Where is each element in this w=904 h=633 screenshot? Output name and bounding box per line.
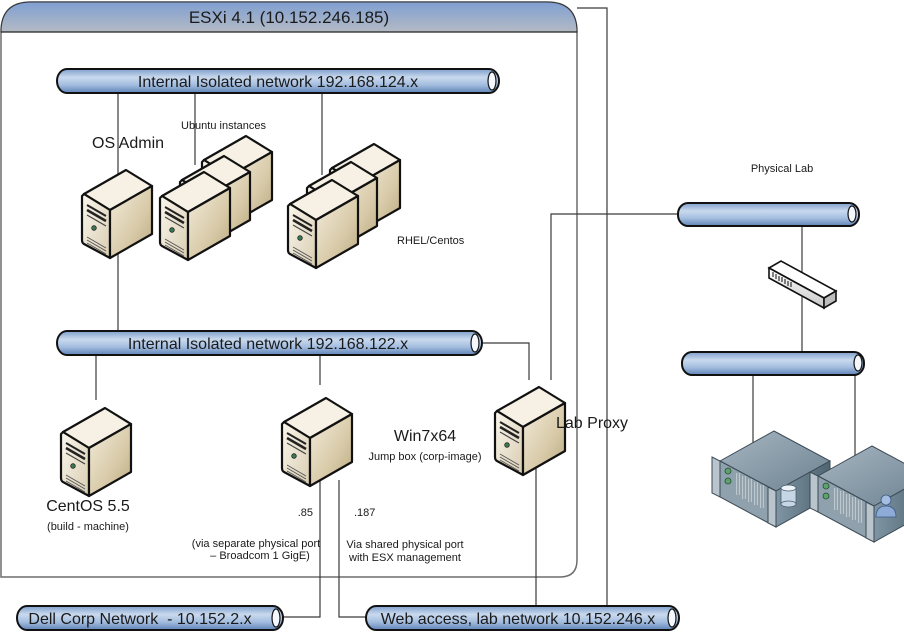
network-internal-124-label: Internal Isolated network 192.168.124.x	[138, 74, 418, 91]
network-physical-lab-lower[interactable]	[681, 351, 865, 376]
network-internal-124[interactable]: Internal Isolated network 192.168.124.x	[56, 68, 500, 94]
shared-port-note-2: with ESX management	[348, 552, 461, 564]
connection-lines	[95, 7, 856, 618]
network-internal-122[interactable]: Internal Isolated network 192.168.122.x	[56, 330, 483, 356]
lab-rack-server-database[interactable]	[710, 429, 832, 529]
network-dell-corp-label: Dell Corp Network - 10.152.2.x	[28, 611, 251, 628]
esxi-host-title: ESXi 4.1 (10.152.246.185)	[189, 8, 389, 27]
separate-port-note-1: (via separate physical port	[192, 538, 320, 550]
lab-rack-server-user[interactable]	[808, 444, 904, 544]
database-icon	[780, 484, 797, 508]
user-icon	[875, 494, 897, 518]
network-internal-122-label: Internal Isolated network 192.168.122.x	[128, 336, 408, 353]
esxi-host-container: ESXi 4.1 (10.152.246.185)	[0, 1, 578, 578]
physical-lab-label: Physical Lab	[751, 163, 813, 175]
network-web-access[interactable]: Web access, lab network 10.152.246.x	[365, 605, 680, 631]
network-switch-icon	[767, 260, 838, 310]
network-physical-lab-upper[interactable]	[677, 202, 860, 227]
network-web-access-label: Web access, lab network 10.152.246.x	[381, 611, 656, 628]
rhel-centos-label: RHEL/Centos	[397, 235, 465, 247]
network-dell-corp[interactable]: Dell Corp Network - 10.152.2.x	[16, 605, 284, 631]
lab-proxy-label: Lab Proxy	[556, 415, 628, 432]
shared-port-note-1: Via shared physical port	[346, 539, 463, 551]
win7-label: Win7x64	[394, 428, 456, 445]
separate-port-note-2: – Broadcom 1 GigE)	[210, 550, 310, 562]
os-admin-label: OS Admin	[92, 135, 164, 152]
ubuntu-instances-label: Ubuntu instances	[181, 120, 266, 132]
centos-sublabel: (build - machine)	[47, 521, 129, 533]
lab-switch[interactable]	[767, 260, 838, 310]
ip-187-label: .187	[354, 507, 375, 519]
centos-label: CentOS 5.5	[46, 498, 130, 515]
ip-85-label: .85	[298, 507, 313, 519]
win7-sublabel: Jump box (corp-image)	[368, 451, 481, 463]
